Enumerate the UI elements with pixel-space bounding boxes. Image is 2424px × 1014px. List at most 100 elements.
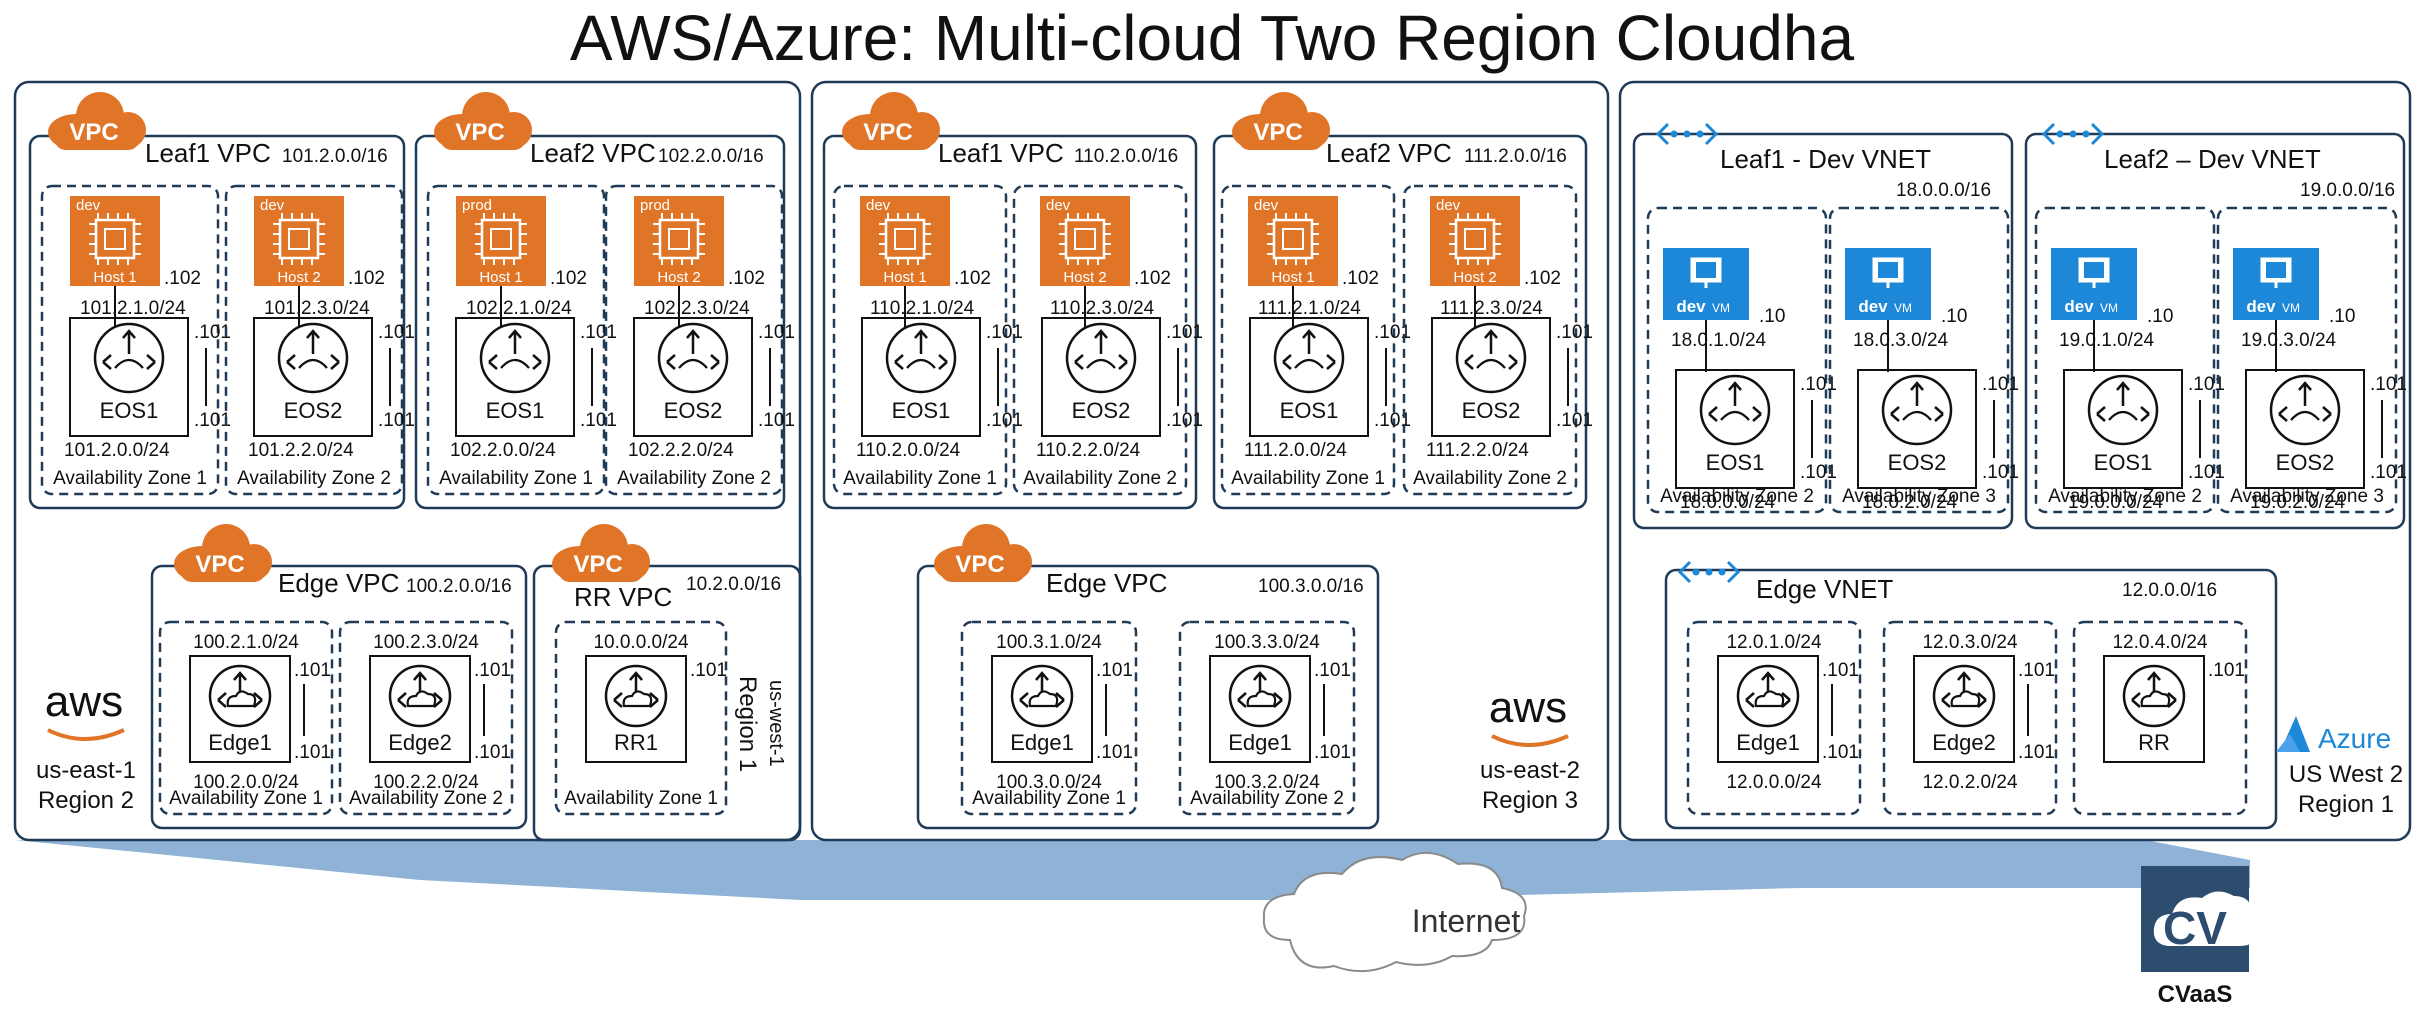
router-ip-bottom: .101 xyxy=(2188,462,2225,483)
vm-subnet: 18.0.1.0/24 xyxy=(1671,330,1767,351)
router-ip-bottom: .101 xyxy=(2370,462,2407,483)
region-label-line1: us-east-1 xyxy=(36,757,136,784)
host-tag: dev xyxy=(1436,197,1461,214)
router-icon xyxy=(1881,374,1953,446)
subnet-label: 12.0.3.0/24 xyxy=(1922,632,2018,653)
router-icon xyxy=(885,322,957,394)
availability-zone xyxy=(1686,620,1862,816)
router-name: EOS2 xyxy=(664,398,723,423)
host-label: Host 2 xyxy=(657,269,700,286)
vpc-cidr: 102.2.0.0/16 xyxy=(658,146,764,167)
router-icon xyxy=(657,322,729,394)
zone-label: Availability Zone 2 xyxy=(1413,468,1567,489)
router-box xyxy=(253,317,373,437)
vpc-badge-text: VPC xyxy=(955,551,1004,578)
availability-zone xyxy=(1178,620,1356,816)
router-ip-bottom: .101 xyxy=(378,410,415,431)
vpc-cloud-icon: VPC xyxy=(934,524,1032,582)
host-subnet: 101.2.3.0/24 xyxy=(264,298,370,319)
router-icon xyxy=(208,664,272,728)
zone-label: Availability Zone 2 xyxy=(1190,788,1344,809)
router-name: Edge2 xyxy=(388,730,452,755)
vm-subnet: 19.0.1.0/24 xyxy=(2059,330,2155,351)
router-ip-top: .101 xyxy=(690,660,727,681)
zone-label: Availability Zone 3 xyxy=(1842,486,1996,507)
router-icon xyxy=(2122,664,2186,728)
vpc-badge-text: VPC xyxy=(1253,119,1302,146)
region-azure-us-west-2 xyxy=(1618,80,2412,842)
vpc-leaf1 xyxy=(822,134,1198,510)
router-icon xyxy=(1699,374,1771,446)
zone-label: Availability Zone 1 xyxy=(972,788,1126,809)
host-subnet: 102.2.1.0/24 xyxy=(466,298,572,319)
router-name: EOS1 xyxy=(892,398,951,423)
router-box xyxy=(455,317,575,437)
region-label-line1: us-east-2 xyxy=(1480,757,1580,784)
transit-subnet: 110.2.0.0/24 xyxy=(856,440,961,461)
router-icon xyxy=(479,322,551,394)
router-name: Edge1 xyxy=(1736,730,1800,755)
availability-zone xyxy=(40,184,220,496)
host-tag: dev xyxy=(1254,197,1279,214)
router-box xyxy=(861,317,981,437)
side-region-label: us-west-1 xyxy=(765,680,787,767)
azure-logo-icon-part xyxy=(2276,734,2300,752)
vm-ip: .10 xyxy=(1759,306,1785,327)
host-ip: .102 xyxy=(728,268,765,289)
vpc-edge xyxy=(150,564,528,830)
transit-subnet: 100.2.2.0/24 xyxy=(373,772,479,793)
zone-label: Availability Zone 1 xyxy=(1231,468,1385,489)
cvaas-cloud-icon xyxy=(2153,891,2260,946)
vm-label: VM xyxy=(2100,301,2118,315)
zone-label: Availability Zone 1 xyxy=(564,788,718,809)
router-box xyxy=(1675,369,1795,489)
transit-subnet: 111.2.2.0/24 xyxy=(1426,440,1529,461)
router-ip-bottom: .101 xyxy=(1374,410,1411,431)
transit-subnet: 102.2.0.0/24 xyxy=(450,440,556,461)
host-tag: prod xyxy=(462,197,492,214)
router-ip-top: .101 xyxy=(1374,322,1411,343)
vpc-badge-text: VPC xyxy=(863,119,912,146)
host-ip: .102 xyxy=(1524,268,1561,289)
router-ip-bottom: .101 xyxy=(758,410,795,431)
subnet-label: 100.2.1.0/24 xyxy=(193,632,299,653)
host-label: Host 1 xyxy=(1271,269,1314,286)
router-name: Edge1 xyxy=(1228,730,1292,755)
vpc-cidr: 111.2.0.0/16 xyxy=(1464,146,1567,167)
subnet-label: 12.0.1.0/24 xyxy=(1726,632,1822,653)
router-box xyxy=(1209,655,1311,763)
vm-tag: dev xyxy=(2064,297,2094,316)
host-label: Host 2 xyxy=(277,269,320,286)
region-us-east-2 xyxy=(810,80,1610,842)
vpc-badge-text: VPC xyxy=(195,551,244,578)
transit-subnet: 12.0.2.0/24 xyxy=(1922,772,2018,793)
internet-cloud-icon xyxy=(1262,852,1527,973)
router-box xyxy=(1431,317,1551,437)
availability-zone xyxy=(1828,206,2010,514)
vpc-name: Leaf2 VPC xyxy=(1326,138,1452,168)
vpc-edge xyxy=(916,564,1380,830)
router-box xyxy=(1249,317,1369,437)
vnet-leaf2-dev xyxy=(2024,132,2406,530)
vm-ip: .10 xyxy=(1941,306,1967,327)
vm-label: VM xyxy=(1712,301,1730,315)
router-box xyxy=(1717,655,1819,763)
vpc-name: RR VPC xyxy=(574,582,672,612)
host-tag: dev xyxy=(1046,197,1071,214)
host-ip: .102 xyxy=(1342,268,1379,289)
router-box xyxy=(2103,655,2205,763)
availability-zone xyxy=(960,620,1138,816)
router-ip-bottom: .101 xyxy=(194,410,231,431)
vpc-cloud-icon: VPC xyxy=(842,92,940,150)
router-name: EOS2 xyxy=(1888,450,1947,475)
router-box xyxy=(2063,369,2183,489)
availability-zone xyxy=(2034,206,2216,514)
router-box xyxy=(69,317,189,437)
router-ip-top: .101 xyxy=(580,322,617,343)
host-subnet: 102.2.3.0/24 xyxy=(644,298,750,319)
host-label: Host 1 xyxy=(479,269,522,286)
